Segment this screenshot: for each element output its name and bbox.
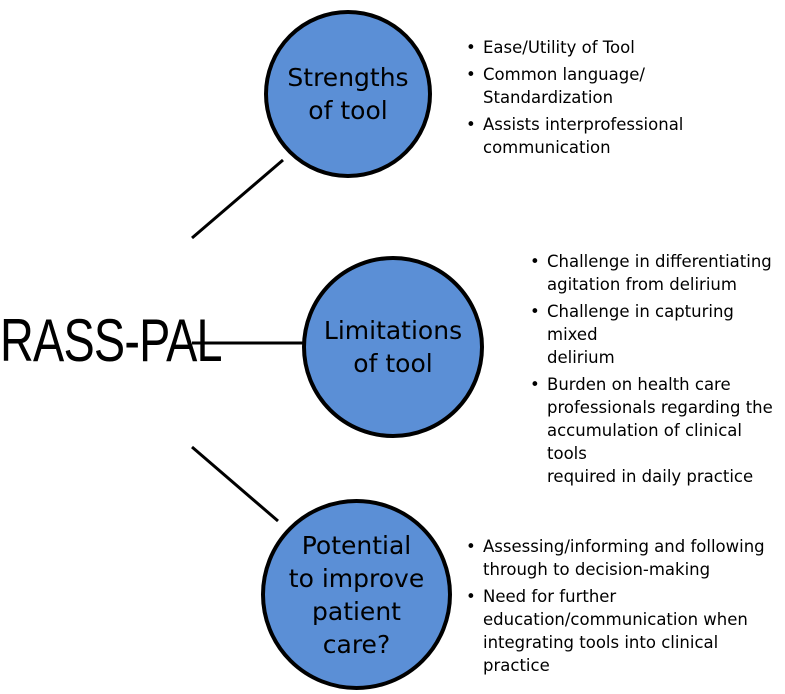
bullet-item: Ease/Utility of Tool [466, 36, 683, 59]
strengths-bullets: Ease/Utility of Tool Common language/ St… [466, 36, 683, 163]
limitations-bullets: Challenge in differentiating agitation f… [530, 250, 785, 492]
connector-strengths [191, 158, 284, 240]
connector-potential [191, 445, 279, 523]
node-strengths-label: Strengths of tool [287, 63, 409, 125]
root-label: RASS-PAL [0, 307, 223, 374]
bullet-item: Assessing/informing and following throug… [466, 535, 785, 581]
bullet-item: Challenge in differentiating agitation f… [530, 250, 785, 296]
potential-bullets: Assessing/informing and following throug… [466, 535, 785, 681]
node-potential: Potential to improve patient care? [261, 499, 452, 690]
bullet-item: Assists interprofessional communication [466, 113, 683, 159]
bullet-item: Burden on health care professionals rega… [530, 373, 785, 488]
bullet-item: Common language/ Standardization [466, 63, 683, 109]
bullet-item: Challenge in capturing mixed delirium [530, 300, 785, 369]
bullet-item: Need for further education/communication… [466, 585, 785, 677]
node-limitations: Limitations of tool [302, 256, 484, 438]
node-limitations-label: Limitations of tool [323, 316, 463, 378]
node-potential-label: Potential to improve patient care? [288, 530, 425, 659]
node-strengths: Strengths of tool [264, 10, 432, 178]
